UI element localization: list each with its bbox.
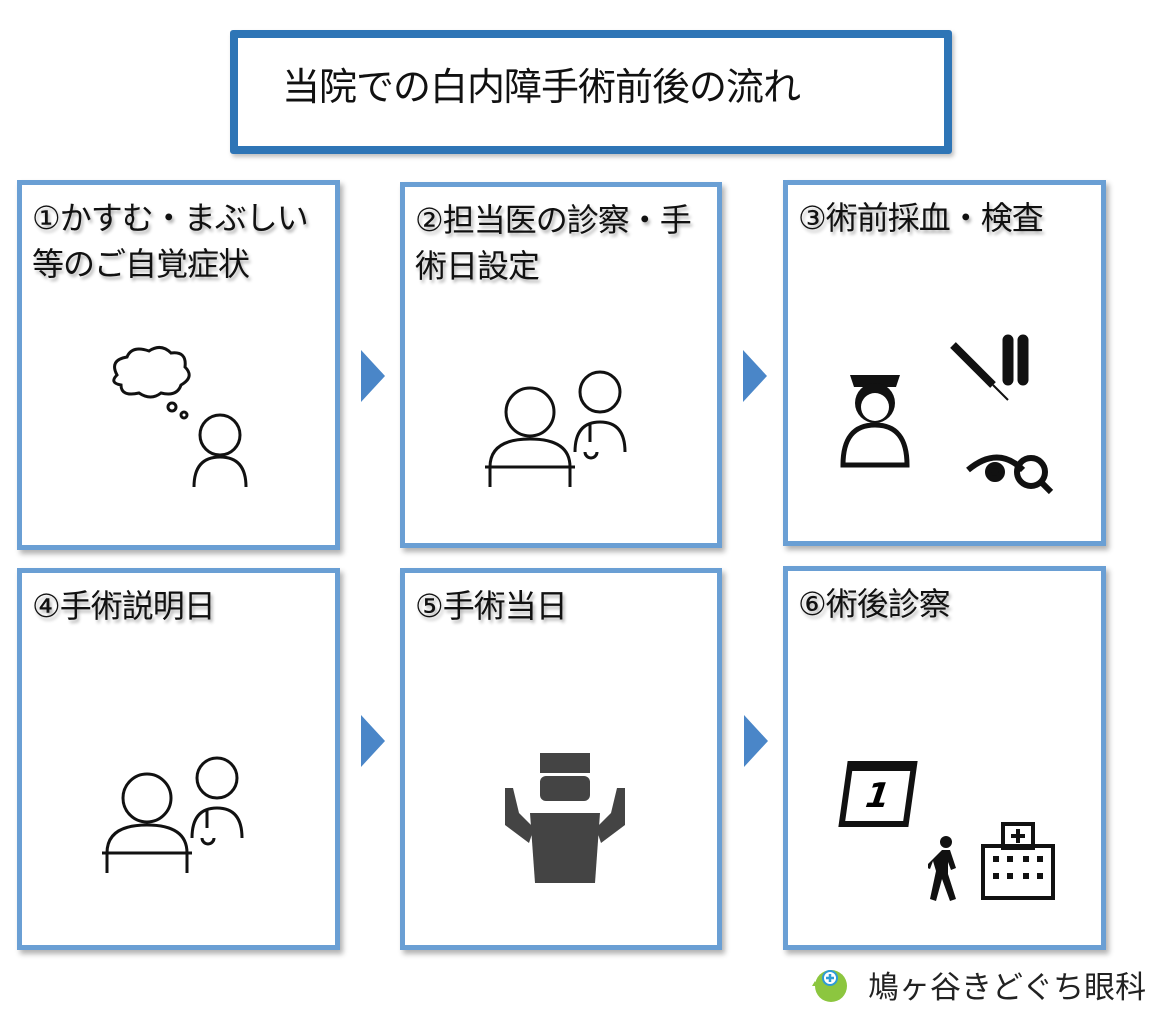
thinking-person-icon	[112, 346, 248, 488]
doctor-consultation-icon	[102, 756, 244, 873]
clinic-name: 鳩ヶ谷きどぐち眼科	[868, 970, 1147, 1006]
step-label: ⑥術後診察	[798, 585, 951, 623]
title-box: 当院での白内障手術前後の流れ	[230, 30, 952, 154]
arrow-right-icon	[361, 715, 385, 767]
step-4: ④手術説明日	[17, 568, 340, 950]
step-label: ①かすむ・まぶしい等のご自覚症状	[32, 199, 309, 283]
step-2: ②担当医の診察・手術日設定	[400, 182, 722, 548]
arrow-right-icon	[743, 350, 767, 402]
calendar-icon: 1	[838, 761, 918, 827]
eye-exam-icon	[966, 454, 1054, 495]
syringe-test-tubes-icon	[950, 334, 1029, 401]
step-1: ①かすむ・まぶしい等のご自覚症状	[17, 180, 340, 550]
hospital-icon	[981, 822, 1055, 900]
arrow-right-icon	[744, 715, 768, 767]
step-3: ③術前採血・検査	[783, 180, 1106, 546]
nurse-icon	[840, 375, 910, 468]
clinic-logo-icon	[812, 969, 847, 1002]
arrow-right-icon	[361, 350, 385, 402]
doctor-consultation-icon	[485, 370, 627, 487]
page-title: 当院での白内障手術前後の流れ	[282, 65, 801, 109]
step-label: ④手術説明日	[32, 587, 216, 625]
step-label: ③術前採血・検査	[798, 199, 1044, 237]
walking-person-icon	[928, 836, 956, 901]
clinic-footer: 鳩ヶ谷きどぐち眼科	[812, 962, 1146, 1007]
step-label: ②担当医の診察・手術日設定	[415, 201, 692, 285]
step-6: ⑥術後診察 1	[783, 566, 1106, 950]
step-label: ⑤手術当日	[415, 587, 568, 625]
calendar-number: 1	[863, 776, 893, 816]
surgeon-icon	[505, 753, 625, 883]
step-5: ⑤手術当日	[400, 568, 722, 950]
